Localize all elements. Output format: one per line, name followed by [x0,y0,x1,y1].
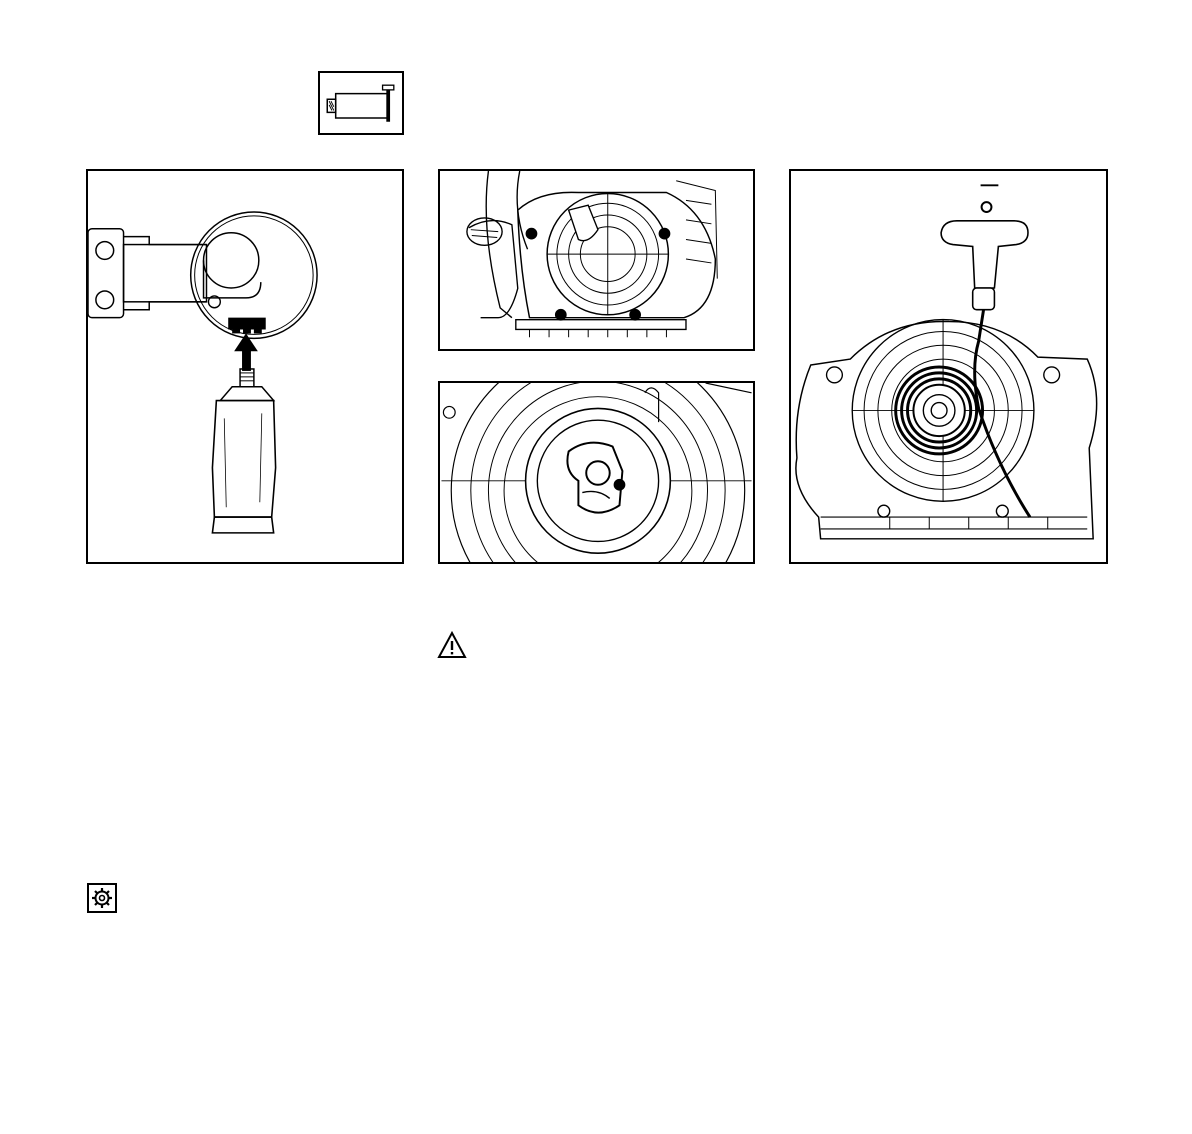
fan-housing-illustration [440,171,753,349]
grease-symbol-box [318,71,404,135]
grease-tube-icon [320,73,402,133]
grease-application-illustration [88,171,402,562]
figure-rewind-spring-pawl [438,381,755,564]
pulley-illustration [440,383,753,562]
figure-starter-cover-screws [438,169,755,351]
gear-icon [87,883,117,913]
figure-grease-application [86,169,404,564]
warning-triangle-icon [437,630,467,660]
figure-starter-rope-handle [789,169,1108,564]
starter-grip-illustration [791,171,1106,562]
